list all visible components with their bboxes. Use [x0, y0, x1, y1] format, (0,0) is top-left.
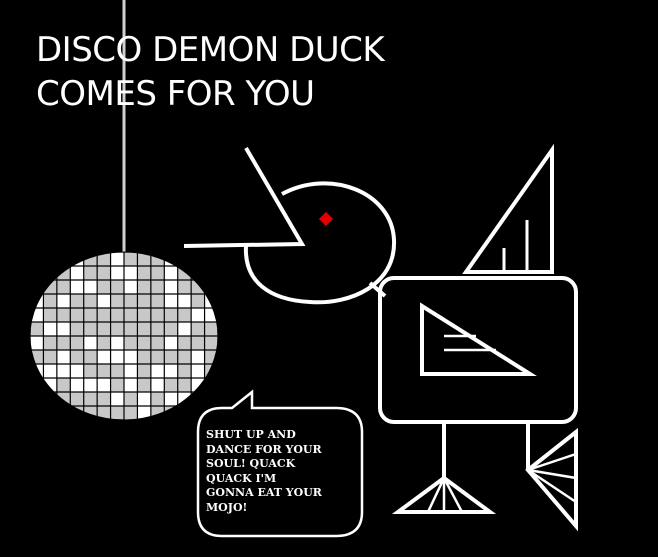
eye-icon	[318, 211, 334, 227]
duck-body	[378, 276, 578, 424]
disco-ball-tile	[150, 364, 165, 378]
duck-beak	[183, 146, 306, 248]
disco-ball-tile	[164, 252, 178, 266]
disco-ball-tile	[56, 350, 71, 364]
disco-ball-tile	[30, 406, 44, 420]
disco-ball-tile	[164, 294, 178, 308]
disco-ball-tile	[110, 336, 124, 350]
duck-foot-ray-3	[442, 477, 464, 513]
disco-ball-icon	[29, 251, 219, 421]
disco-ball-tile	[110, 350, 124, 364]
duck-tail-ray-1	[527, 452, 577, 472]
disco-ball-tile	[137, 406, 151, 420]
disco-ball-tile	[110, 392, 124, 406]
disco-ball-tile	[30, 336, 44, 350]
disco-ball-tile	[164, 364, 178, 378]
disco-ball-tile	[70, 252, 84, 266]
disco-ball-tile	[83, 280, 98, 294]
disco-ball-grid	[30, 252, 218, 420]
disco-ball-tile	[191, 308, 205, 322]
disco-ball-tile	[43, 322, 57, 336]
disco-ball-tile	[70, 378, 84, 392]
disco-ball-tile	[56, 322, 71, 336]
disco-ball-tile	[177, 294, 192, 308]
disco-ball-tile	[30, 378, 44, 392]
disco-ball-tile	[204, 266, 218, 280]
disco-ball-tile	[124, 350, 138, 364]
disco-ball-tile	[56, 364, 71, 378]
disco-ball-tile	[191, 392, 205, 406]
duck-tail	[525, 427, 578, 532]
duck-icon	[183, 143, 578, 532]
duck-tail-ray-3	[527, 468, 577, 504]
disco-ball-tile	[164, 392, 178, 406]
disco-ball-tile	[83, 378, 98, 392]
disco-ball-tile	[43, 378, 57, 392]
disco-ball-tile	[97, 294, 111, 308]
disco-ball-tile	[191, 350, 205, 364]
speech-bubble-text: SHUT UP AND DANCE FOR YOUR SOUL! QUACK Q…	[206, 428, 322, 514]
disco-ball-tile	[137, 392, 151, 406]
disco-ball-tile	[70, 364, 84, 378]
disco-ball-tile	[110, 252, 124, 266]
duck-head	[243, 181, 397, 305]
title-line-1: DISCO DEMON DUCK	[36, 30, 385, 70]
duck-fin	[462, 143, 554, 274]
disco-ball-tile	[43, 266, 57, 280]
duck-neck	[368, 281, 387, 298]
disco-ball-tile	[124, 364, 138, 378]
disco-ball-tile	[56, 252, 71, 266]
disco-ball-tile	[164, 280, 178, 294]
disco-ball-tile	[177, 322, 192, 336]
duck-wing	[420, 302, 537, 376]
disco-ball-tile	[204, 252, 218, 266]
disco-ball-tile	[191, 378, 205, 392]
disco-ball-tile	[97, 350, 111, 364]
disco-ball-tile	[164, 336, 178, 350]
disco-ball-tile	[191, 364, 205, 378]
title-line-2: COMES FOR YOU	[36, 74, 315, 114]
duck-tail-ray-2	[527, 468, 577, 480]
disco-ball-tile	[124, 266, 138, 280]
duck-foot-ray-1	[426, 477, 446, 513]
disco-ball-tile	[124, 378, 138, 392]
disco-ball-tile	[150, 378, 165, 392]
disco-ball-outline	[29, 251, 219, 421]
disco-ball-tile	[83, 336, 98, 350]
disco-ball-tile	[97, 378, 111, 392]
disco-ball-tile	[124, 280, 138, 294]
speech-bubble	[196, 389, 364, 538]
disco-ball-tile	[43, 364, 57, 378]
disco-ball-tile	[56, 294, 71, 308]
disco-ball-tile	[164, 266, 178, 280]
disco-ball-tile	[70, 266, 84, 280]
disco-ball-tile	[70, 280, 84, 294]
disco-ball-tile	[110, 266, 124, 280]
